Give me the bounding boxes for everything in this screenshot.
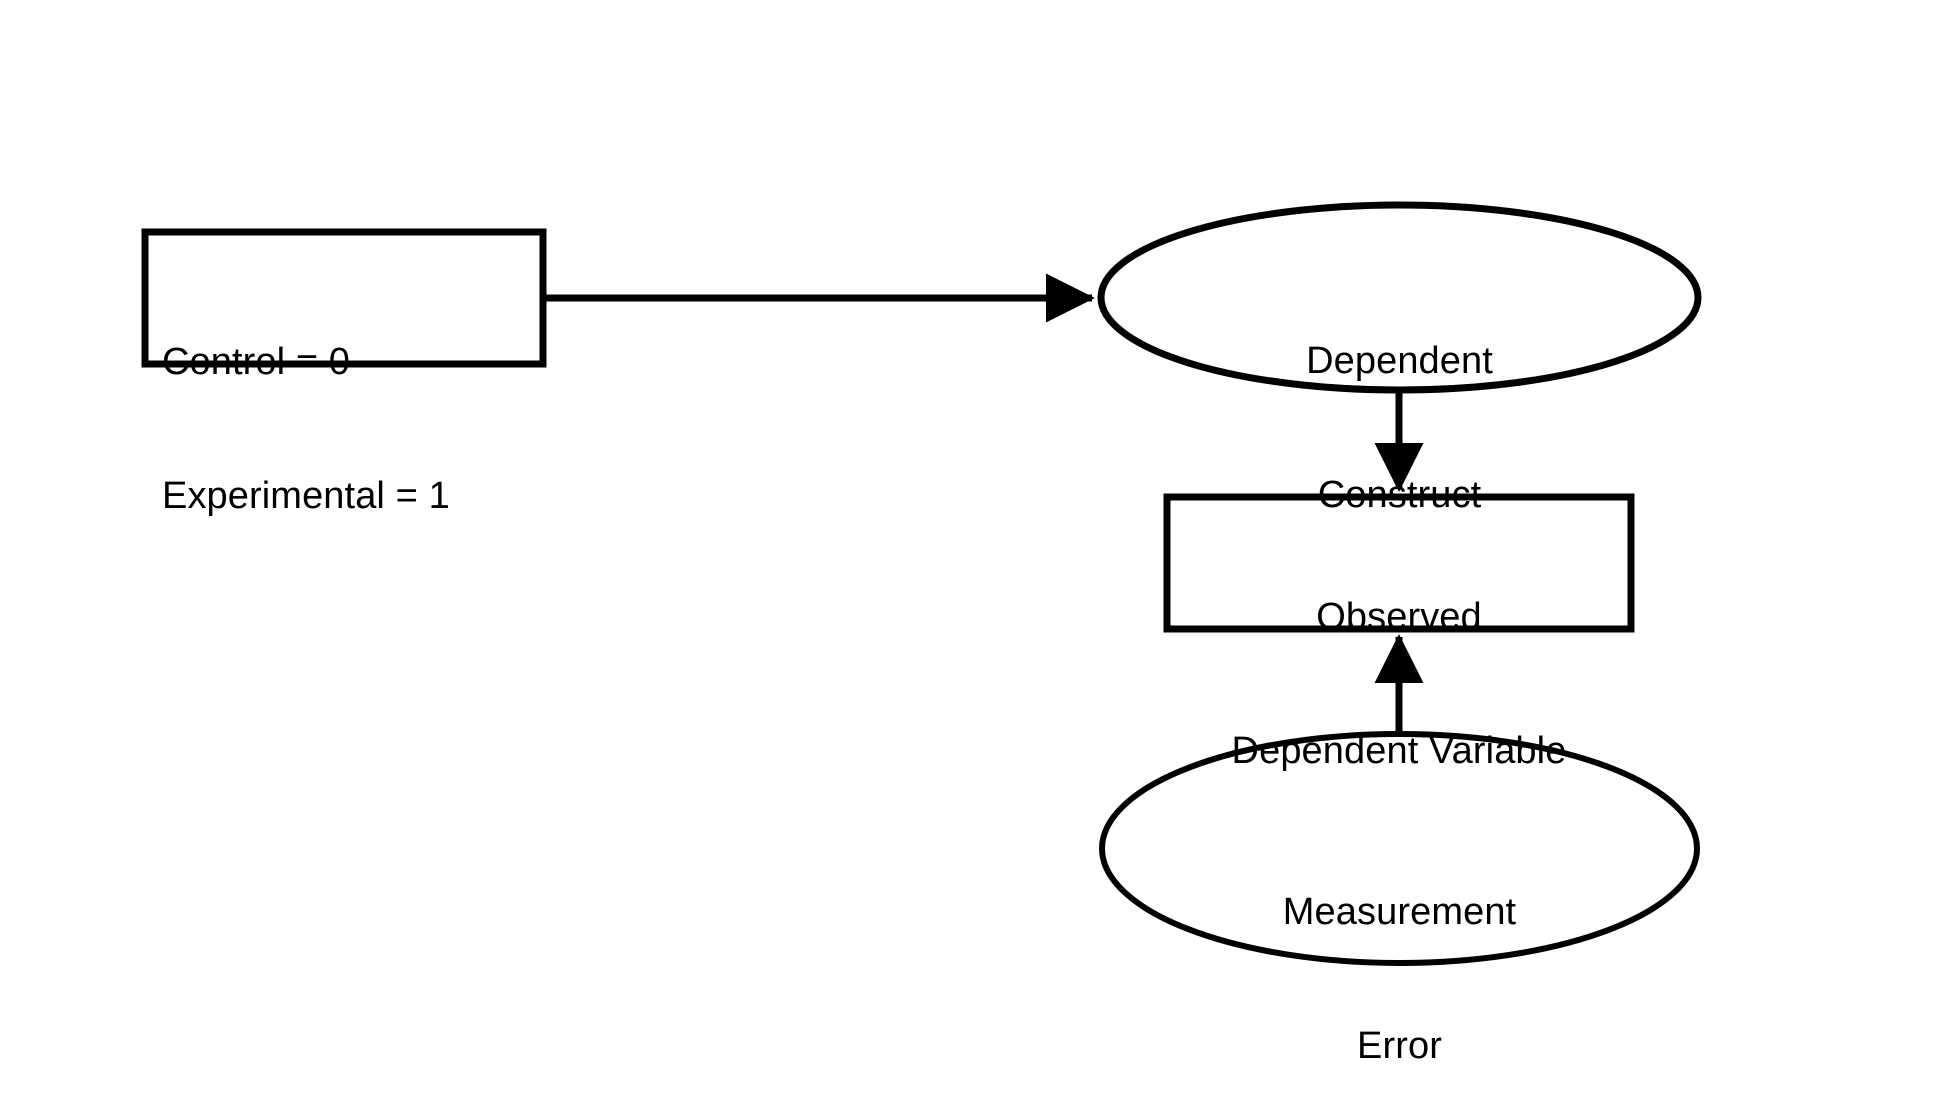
treatment-label-line-2: Experimental = 1: [162, 475, 450, 518]
measurement-error-label-line-2: Error: [1357, 1025, 1442, 1068]
observed-variable-label-line-2: Dependent Variable: [1231, 730, 1567, 773]
dependent-construct-label-line-1: Dependent: [1306, 339, 1493, 382]
observed-variable-label: Observed Dependent Variable: [1167, 505, 1631, 864]
measurement-error-label-line-1: Measurement: [1282, 890, 1517, 933]
treatment-box-shape[interactable]: [141, 228, 547, 368]
treatment-box-label: Control = 0 Experimental = 1: [162, 250, 522, 609]
treatment-label-line-1: Control = 0: [162, 340, 351, 383]
dependent-construct-label: Dependent Construct: [1101, 249, 1698, 608]
observed-variable-box-shape[interactable]: [1163, 493, 1635, 633]
measurement-error-label: Measurement Error: [1102, 800, 1697, 1117]
dependent-construct-label-line-2: Construct: [1317, 474, 1482, 517]
observed-variable-label-line-1: Observed: [1316, 595, 1482, 638]
